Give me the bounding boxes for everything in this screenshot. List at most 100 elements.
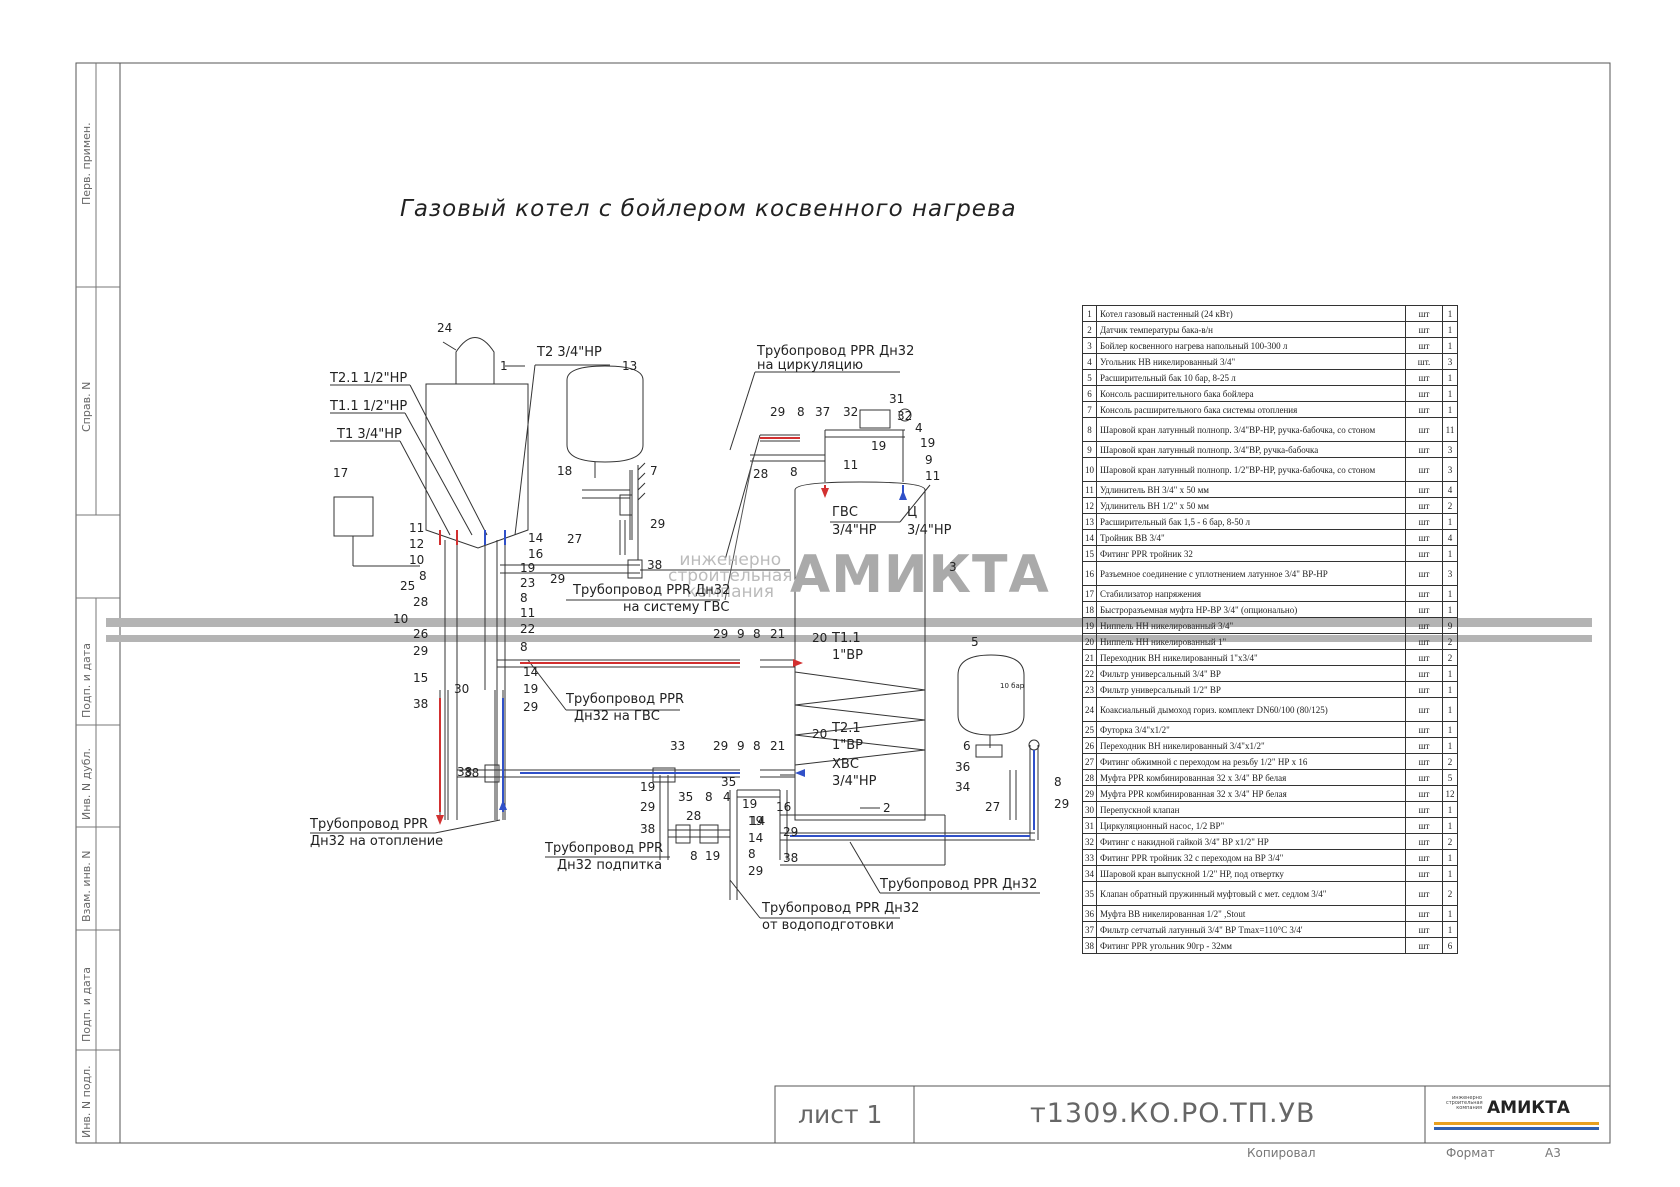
bom-cell-number: 31 [1082, 817, 1097, 834]
callout-10: 10 [409, 553, 425, 567]
callout-32b: 32 [897, 409, 913, 423]
callout-19: 19 [520, 561, 536, 575]
bom-cell-qty: 1 [1442, 369, 1458, 386]
callout-26: 26 [413, 627, 429, 641]
bom-cell-name: Консоль расширительного бака системы ото… [1096, 401, 1406, 418]
bom-cell-unit: шт [1405, 865, 1443, 882]
callout-24: 24 [437, 321, 453, 335]
bom-cell-name: Футорка 3/4"x1/2" [1096, 721, 1406, 738]
bom-cell-number: 11 [1082, 481, 1097, 498]
bom-cell-qty: 4 [1442, 529, 1458, 546]
callout-38b: 38 [647, 558, 663, 572]
callout-8e: 8 [790, 465, 798, 479]
bom-cell-qty: 1 [1442, 817, 1458, 834]
callout-19c: 19 [920, 436, 936, 450]
label-t11: Т1.1 1/2"НР [330, 399, 408, 414]
bom-cell-name: Фитинг с накидной гайкой 3/4" ВР x1/2" Н… [1096, 833, 1406, 850]
bom-cell-name: Циркуляционный насос, 1/2 ВР" [1096, 817, 1406, 834]
bom-cell-qty: 1 [1442, 385, 1458, 402]
bom-cell-name: Фильтр универсальный 1/2" ВР [1096, 681, 1406, 698]
callout-29f: 29 [713, 627, 729, 641]
bom-cell-qty: 2 [1442, 753, 1458, 770]
bom-cell-number: 34 [1082, 865, 1097, 882]
bom-cell-unit: шт [1405, 513, 1443, 530]
bom-cell-name: Муфта ВВ никелированная 1/2" ,Stout [1096, 905, 1406, 922]
bom-cell-unit: шт [1405, 905, 1443, 922]
bom-cell-unit: шт [1405, 881, 1443, 906]
bom-cell-qty: 12 [1442, 785, 1458, 802]
bom-cell-name: Удлинитель ВН 1/2" x 50 мм [1096, 497, 1406, 514]
bom-cell-qty: 1 [1442, 601, 1458, 618]
bom-cell-number: 2 [1082, 321, 1097, 338]
bom-cell-number: 17 [1082, 585, 1097, 602]
bom-cell-number: 22 [1082, 665, 1097, 682]
bom-cell-qty: 1 [1442, 321, 1458, 338]
callout-28c: 28 [686, 809, 702, 823]
bom-cell-number: 38 [1082, 937, 1097, 954]
callout-35: 35 [678, 790, 694, 804]
callout-14c: 14 [748, 831, 764, 845]
bom-cell-number: 25 [1082, 721, 1097, 738]
bom-cell-name: Удлинитель ВН 3/4" x 50 мм [1096, 481, 1406, 498]
callout-19e: 19 [640, 780, 656, 794]
bom-cell-unit: шт [1405, 441, 1443, 458]
bom-cell-name: Тройник ВВ 3/4" [1096, 529, 1406, 546]
callout-9c: 9 [737, 739, 745, 753]
callout-5: 5 [971, 635, 979, 649]
bom-cell-qty: 2 [1442, 497, 1458, 514]
bom-cell-unit: шт [1405, 545, 1443, 562]
callout-8i: 8 [705, 790, 713, 804]
callout-19d: 19 [871, 439, 887, 453]
bom-cell-name: Фитинг PPR тройник 32 с переходом на ВР … [1096, 849, 1406, 866]
bom-cell-unit: шт [1405, 337, 1443, 354]
callout-9: 9 [925, 453, 933, 467]
bom-cell-unit: шт [1405, 665, 1443, 682]
bom-cell-name: Муфта PPR комбинированная 32 x 3/4" ВР б… [1096, 769, 1406, 786]
label-t21: Т2.1 1/2"НР [330, 371, 408, 386]
side-label-orig-inv: Инв. N подл. [80, 1065, 93, 1138]
bom-cell-qty: 1 [1442, 801, 1458, 818]
bom-cell-name: Ниппель НН никелированный 3/4" [1096, 617, 1406, 634]
side-label-ref-no: Справ. N [80, 381, 93, 432]
bom-cell-name: Муфта PPR комбинированная 32 x 3/4" НР б… [1096, 785, 1406, 802]
bom-cell-unit: шт [1405, 849, 1443, 866]
stamp-logo: АМИКТА [1487, 1098, 1570, 1118]
bom-cell-name: Ниппель НН никелированный 1" [1096, 633, 1406, 650]
side-label-replace-inv: Взам. инв. N [80, 850, 93, 922]
bom-cell-unit: шт [1405, 937, 1443, 954]
bom-cell-number: 26 [1082, 737, 1097, 754]
callout-4b: 4 [723, 790, 731, 804]
bom-cell-name: Перепускной клапан [1096, 801, 1406, 818]
bom-cell-number: 28 [1082, 769, 1097, 786]
callout-1: 1 [500, 359, 508, 373]
bom-cell-number: 27 [1082, 753, 1097, 770]
bom-cell-name: Коаксиальный дымоход гориз. комплект DN6… [1096, 697, 1406, 722]
label-tank-pressure: 10 бар [1000, 682, 1025, 690]
callout-19b: 19 [523, 682, 539, 696]
callout-35b: 35 [721, 775, 737, 789]
bom-cell-number: 19 [1082, 617, 1097, 634]
callout-20b: 20 [812, 727, 828, 741]
label-t2: Т2 3/4"НР [537, 345, 602, 360]
bom-cell-qty: 1 [1442, 849, 1458, 866]
bom-cell-unit: шт [1405, 817, 1443, 834]
